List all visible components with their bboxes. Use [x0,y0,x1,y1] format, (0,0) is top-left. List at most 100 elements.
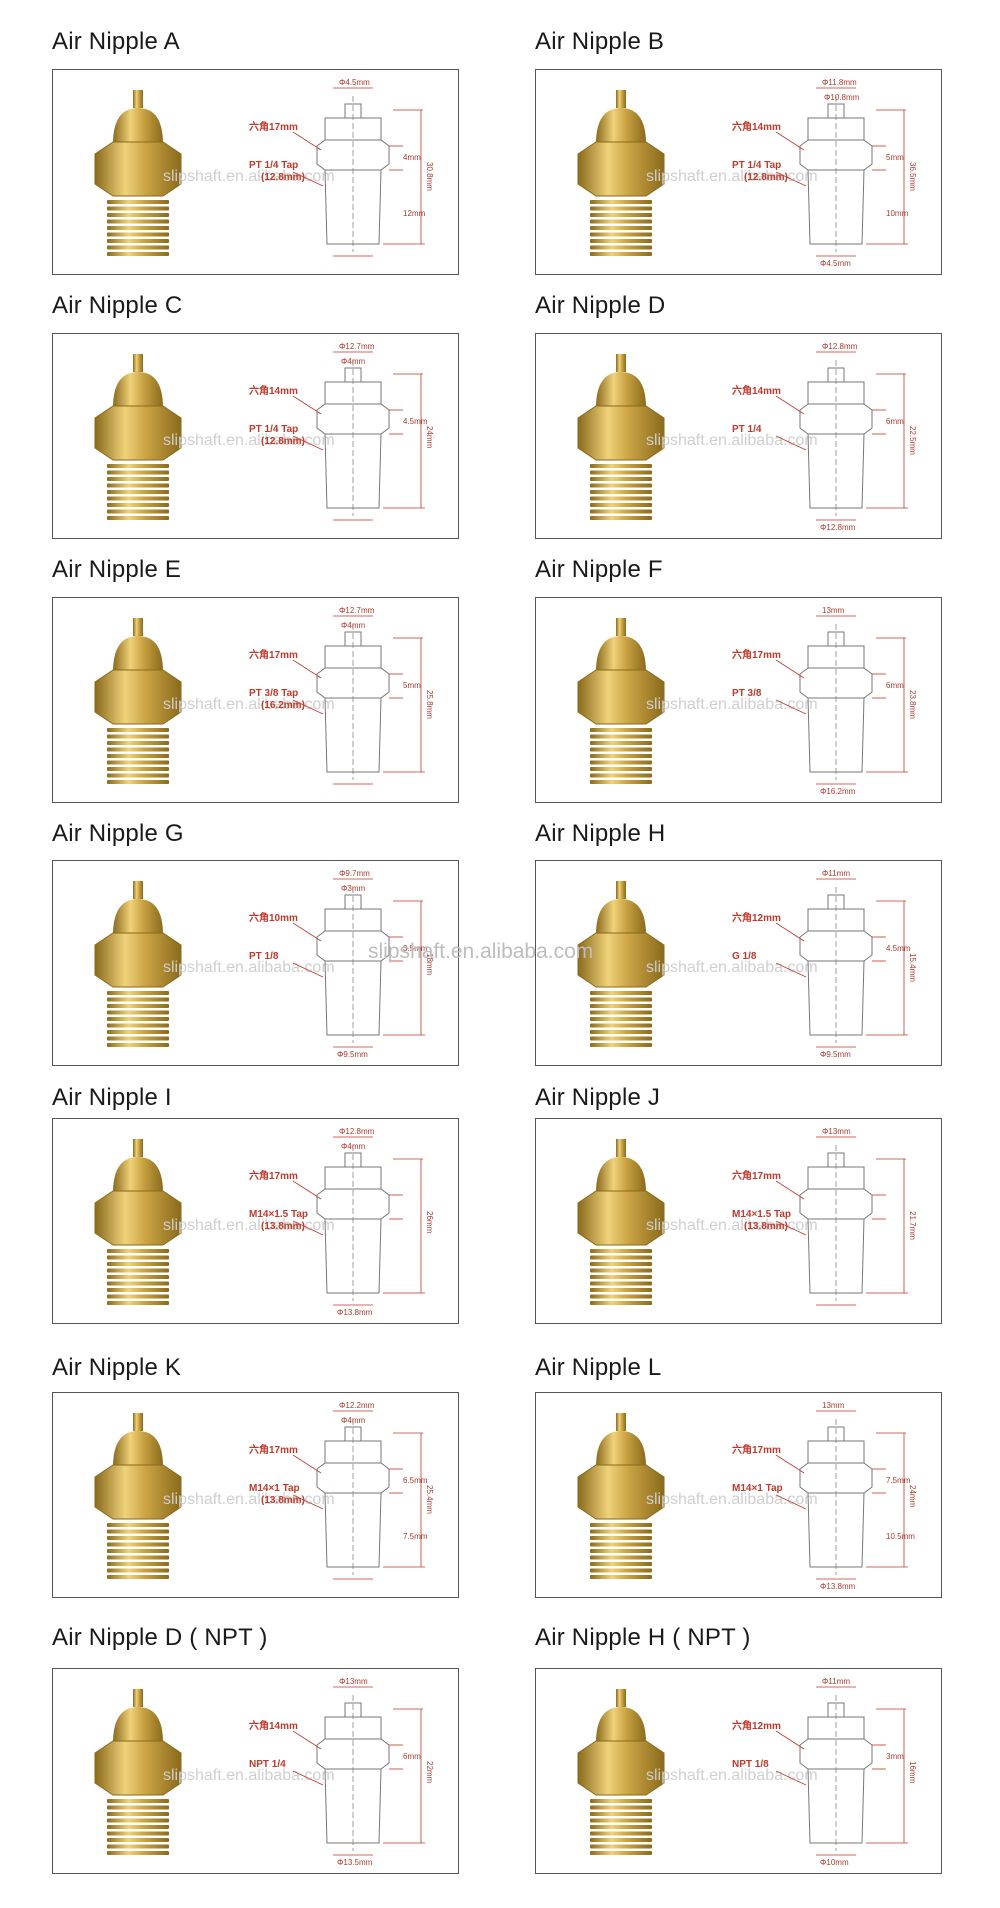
hex-size-label: 六角14mm [249,384,298,397]
bottom-diameter-label: Φ13.5mm [337,1858,373,1867]
hex-size-label: 六角17mm [249,120,298,133]
thread-size-label: (13.8mm) [261,1221,305,1232]
thread-label: G 1/8 [732,951,757,962]
fitting-photo [577,1139,665,1305]
hex-size-label: 六角17mm [732,1443,781,1456]
bottom-diameter-label: Φ9.5mm [337,1050,368,1059]
height-2-label: 7.5mm [403,1532,428,1541]
fitting-photo [94,1139,182,1305]
watermark: slipshaft.en.alibaba.com [646,1767,818,1784]
item-title: Air Nipple G [52,820,184,847]
thread-size-label: (13.8mm) [744,1221,788,1232]
mid-diameter-label: Φ3mm [341,884,365,893]
fitting-photo [94,90,182,256]
fitting-photo [577,1689,665,1855]
thread-label: PT 1/4 [732,424,762,435]
hex-size-label: 六角17mm [249,1169,298,1182]
height-2-label: 10.5mm [886,1532,915,1541]
bottom-diameter-label: Φ13.8mm [820,1582,856,1591]
thread-label: NPT 1/4 [249,1759,286,1770]
top-diameter-label: Φ9.7mm [339,869,370,878]
total-height-label: 23.8mm [908,690,917,719]
total-height-label: 21.7mm [908,1211,917,1240]
watermark: slipshaft.en.alibaba.com [163,959,335,976]
item-title: Air Nipple J [535,1084,661,1111]
hex-size-label: 六角12mm [732,1719,781,1732]
item-title: Air Nipple F [535,556,663,583]
total-height-label: 24mm [425,426,434,449]
total-height-label: 24mm [908,1485,917,1508]
watermark: slipshaft.en.alibaba.com [646,1217,818,1234]
hex-size-label: 六角17mm [732,648,781,661]
thread-label: PT 1/4 Tap [732,160,781,171]
height-1-label: 7.5mm [886,1476,911,1485]
height-2-label: 12mm [403,209,426,218]
thread-size-label: (12.8mm) [261,172,305,183]
fitting-photo [94,354,182,520]
thread-label: PT 1/4 Tap [249,160,298,171]
height-1-label: 6.5mm [403,1476,428,1485]
top-diameter-label: Φ11mm [822,869,850,878]
thread-label: PT 1/8 [249,951,279,962]
bottom-diameter-label: Φ12.8mm [820,523,856,532]
hex-size-label: 六角14mm [732,120,781,133]
watermark: slipshaft.en.alibaba.com [163,1491,335,1508]
hex-size-label: 六角17mm [249,1443,298,1456]
center-watermark: slipshaft.en.alibaba.com [368,940,594,963]
total-height-label: 30.8mm [425,162,434,191]
thread-label: M14×1.5 Tap [249,1209,308,1220]
top-diameter-label: Φ4.5mm [339,78,370,87]
thread-label: NPT 1/8 [732,1759,769,1770]
bottom-diameter-label: Φ16.2mm [820,787,856,796]
watermark: slipshaft.en.alibaba.com [646,168,818,185]
fitting-photo [577,881,665,1047]
item-title: Air Nipple B [535,28,665,55]
item-title: Air Nipple E [52,556,182,583]
fitting-photo [577,354,665,520]
total-height-label: 25.4mm [425,1485,434,1514]
thread-label: PT 1/4 Tap [249,424,298,435]
mid-diameter-label: Φ4mm [341,1142,365,1151]
item-title: Air Nipple L [535,1354,662,1381]
thread-label: M14×1 Tap [249,1483,300,1494]
watermark: slipshaft.en.alibaba.com [646,432,818,449]
item-title: Air Nipple K [52,1354,182,1381]
height-1-label: 4mm [403,153,421,162]
top-diameter-label: Φ12.7mm [339,342,375,351]
item-title: Air Nipple A [52,28,180,55]
item-title: Air Nipple C [52,292,183,319]
fitting-photo [94,1689,182,1855]
fitting-photo [577,90,665,256]
mid-diameter-label: Φ4mm [341,357,365,366]
thread-size-label: (16.2mm) [261,700,305,711]
height-1-label: 3.5mm [403,944,428,953]
thread-size-label: (12.8mm) [261,436,305,447]
thread-size-label: (13.8mm) [261,1495,305,1506]
top-diameter-label: Φ12.8mm [822,342,858,351]
fitting-photo [94,1413,182,1579]
top-diameter-label: 13mm [822,1401,845,1410]
thread-size-label: (12.8mm) [744,172,788,183]
hex-size-label: 六角17mm [732,1169,781,1182]
mid-diameter-label: Φ10.8mm [824,93,860,102]
fitting-photo [577,618,665,784]
